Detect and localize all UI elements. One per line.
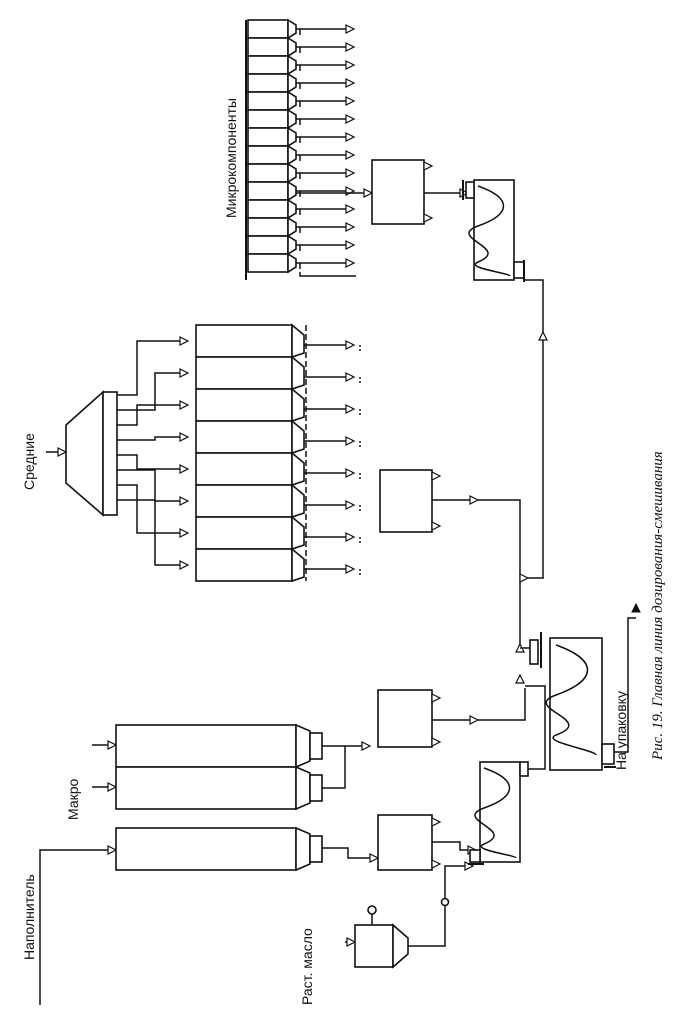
medium-feed-arrow bbox=[179, 400, 190, 410]
medium-hopper bbox=[195, 547, 361, 583]
micro-collector bbox=[299, 272, 356, 277]
micro-cell bbox=[247, 72, 356, 94]
medium-feed-arrow bbox=[179, 528, 190, 538]
medium-feed-line bbox=[117, 404, 180, 426]
micro-cell bbox=[247, 54, 356, 76]
medium-hopper bbox=[195, 387, 361, 423]
label-micro: Микрокомпоненты bbox=[223, 98, 239, 218]
medium-hopper bbox=[195, 323, 361, 359]
medium-feed-arrow bbox=[179, 496, 190, 506]
medium-feed-line bbox=[117, 484, 180, 534]
micro-line bbox=[245, 18, 548, 583]
medium-hopper bbox=[195, 451, 361, 487]
micro-cell bbox=[247, 252, 356, 274]
mixer-small bbox=[468, 685, 546, 865]
medium-feed-line bbox=[117, 454, 180, 470]
micro-cell bbox=[247, 108, 356, 130]
medium-feed-arrow bbox=[179, 336, 190, 346]
micro-to-doser-arrow bbox=[363, 188, 374, 198]
micro-cell bbox=[247, 126, 356, 148]
micro-cell bbox=[247, 198, 356, 220]
label-macro: Макро bbox=[65, 778, 81, 820]
macro-line bbox=[92, 688, 526, 811]
medium-feed-line bbox=[117, 469, 180, 502]
medium-feed-line bbox=[117, 499, 180, 566]
medium-feed-line bbox=[117, 436, 180, 441]
medium-hopper bbox=[195, 355, 361, 391]
mixer-main bbox=[515, 602, 641, 771]
label-filler: Наполнитель bbox=[21, 874, 37, 960]
label-medium: Средние bbox=[21, 433, 37, 490]
medium-feed-arrow bbox=[179, 464, 190, 474]
micro-cell bbox=[247, 234, 356, 256]
label-oil: Раст. масло bbox=[299, 928, 315, 1005]
micro-cell bbox=[247, 180, 356, 202]
medium-feed-arrow bbox=[179, 432, 190, 442]
micro-cell bbox=[247, 18, 356, 40]
oil-line bbox=[345, 861, 475, 969]
medium-feed-line bbox=[117, 372, 180, 411]
figure-caption: Рис. 19. Главная линия дозирования-смеши… bbox=[650, 451, 666, 761]
micro-cell bbox=[247, 90, 356, 112]
medium-feed-arrow bbox=[179, 368, 190, 378]
medium-hopper bbox=[195, 515, 361, 551]
micro-cell bbox=[247, 36, 356, 58]
micro-cell bbox=[247, 162, 356, 184]
filler-line bbox=[39, 814, 478, 1005]
label-packing: На упаковку bbox=[613, 691, 629, 770]
medium-feed-arrow bbox=[179, 560, 190, 570]
medium-hopper bbox=[195, 419, 361, 455]
medium-feed-line bbox=[117, 340, 180, 396]
micro-cell bbox=[247, 216, 356, 238]
micro-cell bbox=[247, 144, 356, 166]
medium-line bbox=[46, 323, 521, 648]
medium-hopper bbox=[195, 483, 361, 519]
